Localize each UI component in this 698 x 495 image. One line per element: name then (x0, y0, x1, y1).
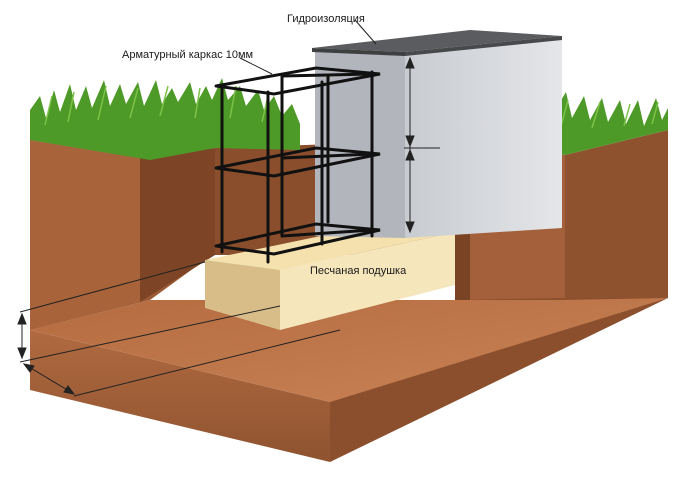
label-sand-cushion: Песчаная подушка (310, 265, 407, 277)
label-waterproofing: Гидроизоляция (287, 13, 365, 25)
dimension-depth (17, 261, 281, 363)
dimension-width (22, 329, 341, 397)
grass-left-highlights (44, 85, 269, 126)
sand-cushion-front-left (205, 260, 280, 330)
concrete-wall-left-face (315, 50, 405, 238)
sand-cushion-front (280, 232, 455, 330)
trench-floor (30, 298, 668, 402)
dimension-wall-height (404, 56, 440, 234)
rebar-cage-leader (239, 57, 273, 75)
label-rebar-cage: Арматурный каркас 10мм (122, 49, 253, 61)
grass-left (30, 78, 300, 160)
soil-right-top-side (565, 130, 668, 298)
waterproofing-leader (354, 19, 377, 45)
concrete-wall-front-face (405, 38, 562, 238)
rebar-cage (214, 66, 381, 264)
soil-left-inner-wall (140, 148, 215, 302)
soil-front-face (30, 330, 330, 462)
waterproofing-layer-edge-right (405, 36, 562, 56)
soil-left-front (30, 140, 140, 330)
waterproofing-layer-top (312, 30, 562, 52)
waterproofing-layer-edge (312, 48, 405, 56)
